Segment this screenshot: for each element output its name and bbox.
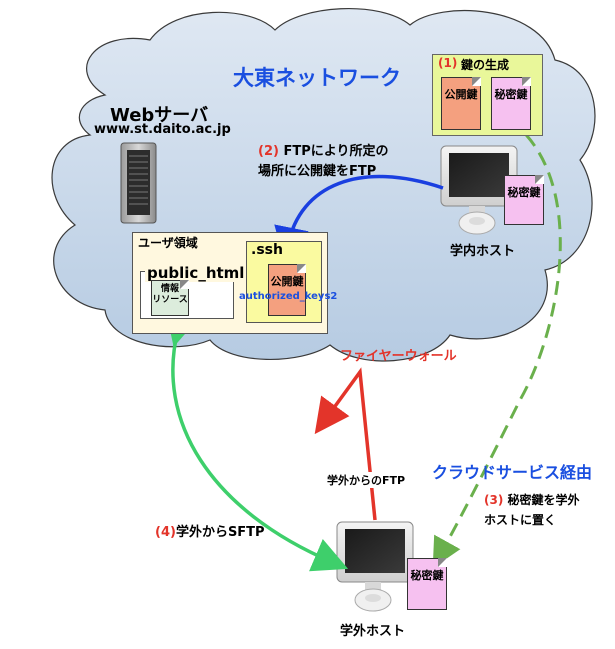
step2-num: (2) (258, 144, 279, 159)
ftp-public-key-arrow (274, 174, 444, 263)
campus-host-private-key-doc: 秘密鍵 (504, 175, 544, 225)
step3-num: (3) (484, 493, 504, 507)
keygen-private-key-doc: 秘密鍵 (491, 77, 531, 130)
ssh-public-key-label: 公開鍵 (270, 275, 304, 288)
firewall-label: ファイヤーウォール (340, 349, 457, 364)
network-title: 大東ネットワーク (233, 66, 401, 90)
resource-doc-label: 情報 リソース (152, 284, 188, 305)
keygen-public-key-doc: 公開鍵 (441, 77, 481, 130)
external-host-computer-icon (336, 521, 414, 612)
keygen-private-key-label: 秘密鍵 (494, 88, 528, 101)
user-area-title: ユーザ領域 (138, 236, 198, 250)
campus-host-private-key-label: 秘密鍵 (507, 186, 541, 199)
ftp-from-outside-label: 学外からのFTP (326, 472, 407, 488)
ssh-folder: .ssh 公開鍵 (246, 241, 322, 323)
ssh-public-key-doc: 公開鍵 (268, 264, 306, 316)
step3-line1: (3) 秘密鍵を学外 (484, 491, 580, 508)
step2-line1: (2) FTPにより所定の (258, 140, 389, 159)
resource-doc: 情報 リソース (151, 280, 189, 316)
sftp-arrow (165, 308, 349, 572)
keygen-step-num: (1) (438, 56, 458, 70)
ssh-folder-label: .ssh (251, 242, 283, 258)
user-area-box: ユーザ領域 public_html 情報 リソース .ssh 公開鍵 autho… (132, 232, 337, 334)
cloud-service-label: クラウドサービス経由 (432, 463, 593, 482)
step3-text1: 秘密鍵を学外 (507, 493, 580, 507)
keygen-public-key-label: 公開鍵 (444, 88, 478, 101)
campus-host-computer-icon (440, 145, 518, 235)
campus-host-label: 学内ホスト (450, 244, 516, 259)
public-html-label: public_html (145, 264, 247, 282)
step4-num: (4) (155, 525, 176, 540)
web-server-tower-icon (120, 142, 157, 224)
keygen-step-label: 鍵の生成 (461, 58, 510, 72)
step4-line: (4)学外からSFTP (155, 521, 265, 540)
webserver-title: Webサーバ (110, 105, 209, 126)
external-host-private-key-doc: 秘密鍵 (407, 558, 447, 610)
step2-line2: 場所に公開鍵をFTP (258, 164, 377, 179)
public-html-folder: public_html 情報 リソース (140, 264, 247, 319)
step4-label: 学外からSFTP (175, 525, 265, 540)
step2-text1: FTPにより所定の (283, 144, 389, 159)
external-host-label: 学外ホスト (340, 624, 406, 639)
authorized-keys-label: authorized_keys2 (239, 291, 338, 302)
cloud-service-dashed-arrow (432, 118, 562, 569)
blocked-ftp-arrow (314, 367, 377, 521)
keygen-box: (1) 鍵の生成 公開鍵 秘密鍵 (432, 54, 543, 136)
webserver-hostname: www.st.daito.ac.jp (94, 122, 231, 137)
step3-line2: ホストに置く (484, 513, 557, 527)
external-host-private-key-label: 秘密鍵 (410, 569, 444, 582)
